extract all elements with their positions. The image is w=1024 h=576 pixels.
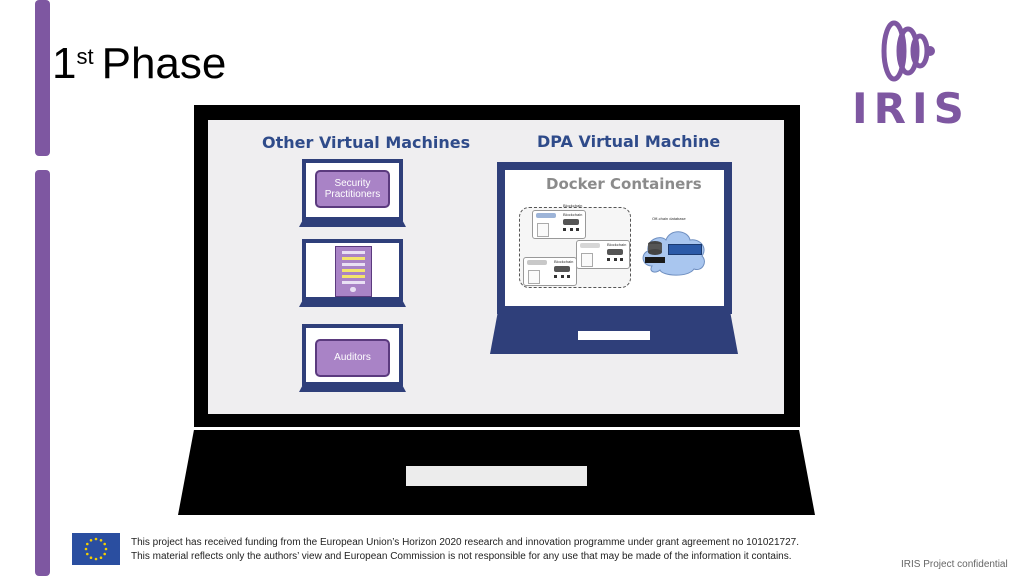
title-word: Phase [101,39,227,88]
title-ordinal: st [76,44,94,69]
accent-bar-bottom [35,170,50,576]
server-rack-2 [645,257,665,263]
server-rack-1 [668,244,702,255]
eu-flag-icon [72,533,120,565]
vm-laptop-docs-base [299,301,406,307]
node-3-label: Blockchain [554,259,574,264]
blockchain-node-2: Blockchain [576,240,630,269]
blockchain-label: Blockchain [563,203,583,208]
title-number: 1 [52,39,77,88]
vm-laptop-security-base [299,221,406,227]
node-2-label: Blockchain [607,242,627,247]
slide-title: 1st Phase [52,42,226,86]
blockchain-node-3: Blockchain [523,257,577,286]
docker-containers-title: Docker Containers [546,175,702,193]
dpa-laptop-touchpad [578,331,650,340]
vm-laptop-auditors-base [299,386,406,392]
security-practitioners-box: Security Practitioners [315,170,390,208]
funding-statement: This project has received funding from t… [131,537,800,548]
auditors-box: Auditors [315,339,390,377]
disclaimer-statement: This material reflects only the authors’… [131,551,792,562]
confidential-label: IRIS Project confidential [901,559,1008,570]
document-thumbnail [335,246,372,297]
iris-logo-icon [881,20,935,82]
main-laptop-touchpad [406,466,587,486]
accent-bar-top [35,0,50,156]
database-icon [648,241,662,255]
dpa-vm-title: DPA Virtual Machine [537,132,721,151]
other-vm-title: Other Virtual Machines [262,133,471,152]
iris-logo-text: IRIS [852,84,970,133]
node-1-label: Blockchain [563,212,583,217]
offchain-label: Off-chain database [652,216,686,221]
blockchain-node-1: Blockchain [532,210,586,239]
iris-logo: IRIS [850,18,972,133]
